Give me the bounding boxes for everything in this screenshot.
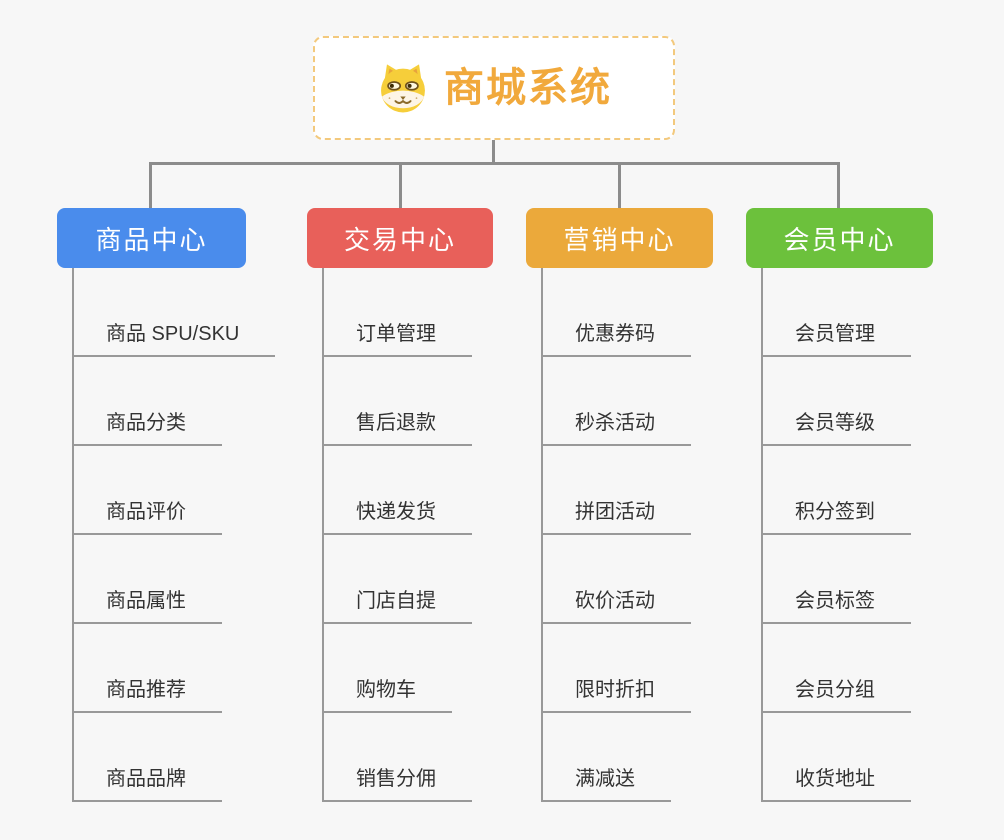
leaf-node[interactable]: 商品评价 — [72, 499, 222, 535]
connector-drop-member — [837, 162, 840, 208]
connector-drop-trade — [399, 162, 402, 208]
leaf-node[interactable]: 积分签到 — [761, 499, 911, 535]
leaf-node[interactable]: 商品品牌 — [72, 766, 222, 802]
leaf-node[interactable]: 收货地址 — [761, 766, 911, 802]
leaf-node[interactable]: 会员等级 — [761, 410, 911, 446]
leaf-node[interactable]: 商品 SPU/SKU — [72, 321, 276, 357]
connector-root-drop — [492, 140, 495, 163]
dog-face-icon — [381, 64, 425, 113]
leaf-node[interactable]: 购物车 — [322, 677, 452, 713]
leaf-node[interactable]: 满减送 — [541, 766, 671, 802]
connector-trunk — [149, 162, 840, 165]
leaf-node[interactable]: 拼团活动 — [541, 499, 691, 535]
leaf-node[interactable]: 销售分佣 — [322, 766, 472, 802]
leaf-node[interactable]: 商品推荐 — [72, 677, 222, 713]
branch-header-product-center[interactable]: 商品中心 — [57, 208, 246, 268]
branch-header-marketing-center[interactable]: 营销中心 — [526, 208, 713, 268]
leaf-node[interactable]: 秒杀活动 — [541, 410, 691, 446]
leaf-node[interactable]: 订单管理 — [322, 321, 472, 357]
root-node-title: 商城系统 — [444, 66, 612, 110]
leaf-node[interactable]: 会员标签 — [761, 588, 911, 624]
branch-header-trade-center[interactable]: 交易中心 — [307, 208, 493, 268]
leaf-node[interactable]: 商品属性 — [72, 588, 222, 624]
connector-drop-marketing — [618, 162, 621, 208]
leaf-node[interactable]: 商品分类 — [72, 410, 222, 446]
leaf-node[interactable]: 售后退款 — [322, 410, 472, 446]
leaf-node[interactable]: 会员管理 — [761, 321, 911, 357]
leaf-node[interactable]: 会员分组 — [761, 677, 911, 713]
leaf-node[interactable]: 砍价活动 — [541, 588, 691, 624]
leaf-node[interactable]: 门店自提 — [322, 588, 472, 624]
root-node-mall-system[interactable]: 商城系统 — [313, 36, 675, 140]
leaf-node[interactable]: 快递发货 — [322, 499, 472, 535]
branch-header-member-center[interactable]: 会员中心 — [746, 208, 933, 268]
leaf-node[interactable]: 限时折扣 — [541, 677, 691, 713]
leaf-node[interactable]: 优惠券码 — [541, 321, 691, 357]
connector-drop-product — [149, 162, 152, 208]
